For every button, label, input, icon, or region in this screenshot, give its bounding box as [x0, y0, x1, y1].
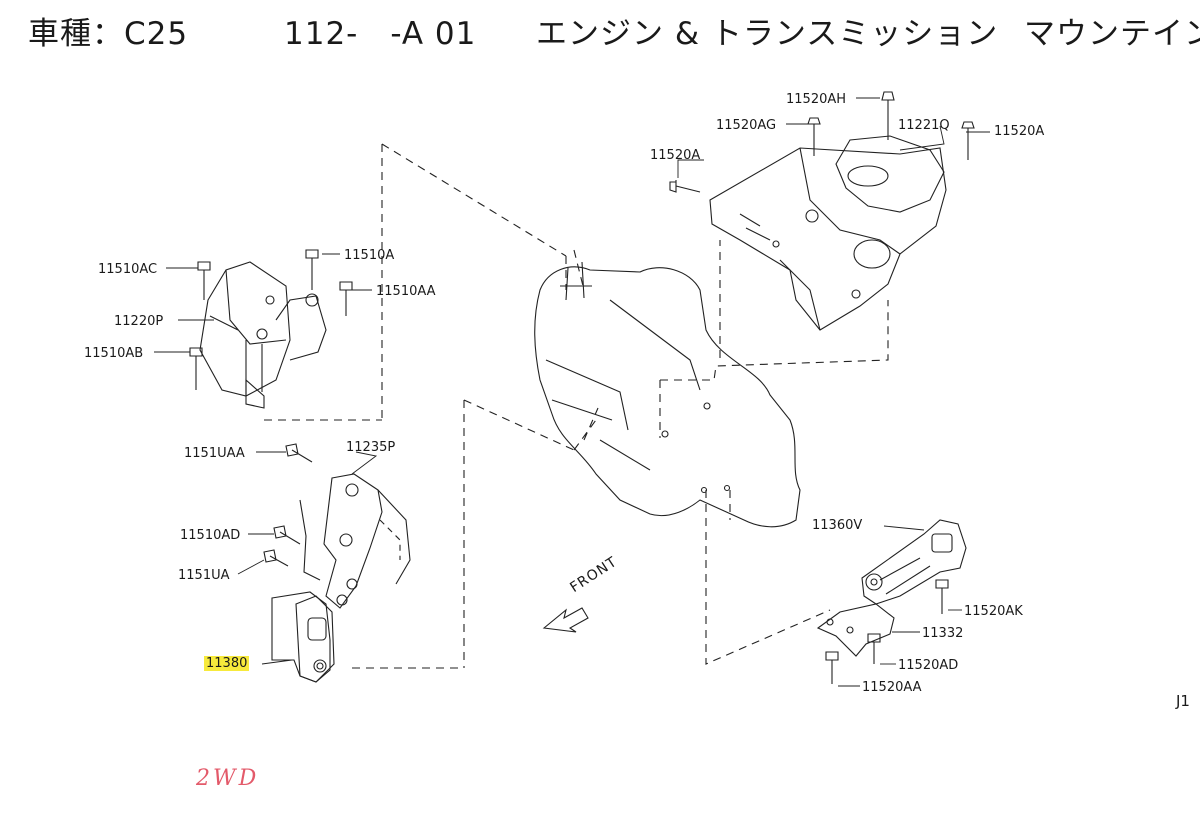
- label-11520AD: 11520AD: [898, 658, 959, 673]
- label-11520AG: 11520AG: [716, 118, 777, 133]
- label-1151UAA: 1151UAA: [184, 446, 245, 461]
- label-1151UA: 1151UA: [178, 568, 230, 583]
- page-subtitle: マウンテイング: [1024, 16, 1200, 52]
- label-11221Q: 11221Q: [898, 118, 950, 133]
- label-11520A-right: 11520A: [994, 124, 1045, 139]
- transmission-mount-bracket: [709, 135, 947, 331]
- engine-block: [534, 261, 801, 528]
- figure-reference: J1: [1176, 692, 1190, 710]
- label-11510AC: 11510AC: [98, 262, 158, 277]
- label-11520AK: 11520AK: [964, 604, 1023, 619]
- vehicle-model: 車種：C25: [28, 16, 189, 52]
- label-11520A-left: 11520A: [650, 148, 701, 163]
- label-11510AA: 11510AA: [376, 284, 436, 299]
- label-11220P: 11220P: [114, 314, 164, 329]
- bolts: [189, 91, 975, 684]
- label-11510AB: 11510AB: [84, 346, 144, 361]
- label-11360V: 11360V: [812, 518, 863, 533]
- front-arrow: [542, 607, 589, 633]
- label-11332: 11332: [922, 626, 964, 641]
- label-11235P: 11235P: [346, 440, 396, 455]
- leader-dashes: [264, 143, 889, 669]
- label-11380-highlighted: 11380: [204, 656, 250, 671]
- torque-rod-11360V: [816, 519, 967, 657]
- section-code: 112- -A 01: [284, 16, 477, 52]
- rear-bracket: [299, 473, 411, 609]
- label-11510AD: 11510AD: [180, 528, 241, 543]
- label-11510A: 11510A: [344, 248, 395, 263]
- label-11520AH: 11520AH: [786, 92, 847, 107]
- page-title: エンジン & トランスミッション: [536, 16, 999, 52]
- label-11520AA: 11520AA: [862, 680, 922, 695]
- engine-mount-left: [199, 261, 327, 409]
- leader-lines: [154, 97, 990, 687]
- handwritten-note: 2WD: [196, 766, 260, 791]
- insulator-11380: [271, 591, 335, 683]
